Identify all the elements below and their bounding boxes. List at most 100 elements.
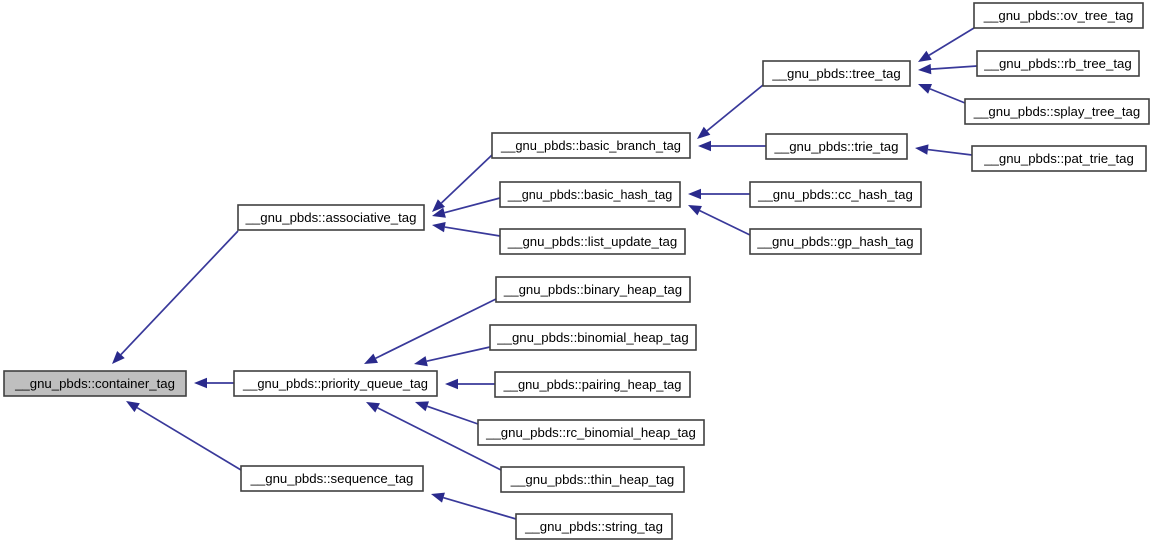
edge-basic_hash_tag-to-associative_tag xyxy=(432,197,501,218)
arrowhead-icon xyxy=(415,401,429,412)
node-label: __gnu_pbds::container_tag xyxy=(14,376,175,391)
edge-line xyxy=(444,197,501,214)
nodes-layer: __gnu_pbds::container_tag __gnu_pbds::ass… xyxy=(3,2,1150,540)
arrowhead-icon xyxy=(414,356,428,367)
node-binary_heap_tag[interactable]: __gnu_pbds::binary_heap_tag xyxy=(495,276,691,303)
node-tree_tag[interactable]: __gnu_pbds::tree_tag xyxy=(762,60,911,87)
node-string_tag[interactable]: __gnu_pbds::string_tag xyxy=(515,513,673,540)
node-box[interactable] xyxy=(749,181,922,208)
node-box[interactable] xyxy=(762,60,911,87)
edge-splay_tree_tag-to-tree_tag xyxy=(918,84,966,104)
node-rc_binomial_heap_tag[interactable]: __gnu_pbds::rc_binomial_heap_tag xyxy=(477,419,705,446)
edge-line xyxy=(706,84,764,132)
node-container_tag[interactable]: __gnu_pbds::container_tag xyxy=(3,370,187,397)
node-box[interactable] xyxy=(765,133,908,160)
node-box[interactable] xyxy=(499,228,686,255)
edge-tree_tag-to-basic_branch_tag xyxy=(697,84,764,139)
node-label: __gnu_pbds::gp_hash_tag xyxy=(756,234,913,249)
arrowhead-icon xyxy=(126,401,140,413)
node-box[interactable] xyxy=(495,276,691,303)
node-priority_queue_tag[interactable]: __gnu_pbds::priority_queue_tag xyxy=(233,370,438,397)
node-box[interactable] xyxy=(499,181,681,208)
edge-rb_tree_tag-to-tree_tag xyxy=(918,63,978,75)
node-box[interactable] xyxy=(233,370,438,397)
edge-line xyxy=(928,27,975,56)
arrowhead-icon xyxy=(918,50,932,62)
node-thin_heap_tag[interactable]: __gnu_pbds::thin_heap_tag xyxy=(500,466,685,493)
arrowhead-icon xyxy=(366,402,380,413)
node-label: __gnu_pbds::basic_branch_tag xyxy=(500,138,681,153)
arrowhead-icon xyxy=(918,63,932,75)
arrowhead-icon xyxy=(445,378,458,390)
edge-line xyxy=(375,298,497,360)
node-pat_trie_tag[interactable]: __gnu_pbds::pat_trie_tag xyxy=(971,145,1147,172)
node-list_update_tag[interactable]: __gnu_pbds::list_update_tag xyxy=(499,228,686,255)
edge-ov_tree_tag-to-tree_tag xyxy=(918,27,975,62)
arrowhead-icon xyxy=(698,140,711,152)
arrowhead-icon xyxy=(432,199,446,212)
node-pairing_heap_tag[interactable]: __gnu_pbds::pairing_heap_tag xyxy=(494,371,691,398)
node-label: __gnu_pbds::cc_hash_tag xyxy=(757,187,913,202)
node-box[interactable] xyxy=(494,371,691,398)
node-box[interactable] xyxy=(973,2,1144,29)
node-label: __gnu_pbds::ov_tree_tag xyxy=(983,8,1134,23)
edge-pairing_heap_tag-to-priority_queue_tag xyxy=(445,378,495,390)
arrowhead-icon xyxy=(432,207,446,218)
node-box[interactable] xyxy=(515,513,673,540)
edge-line xyxy=(443,496,517,520)
node-rb_tree_tag[interactable]: __gnu_pbds::rb_tree_tag xyxy=(976,50,1140,77)
node-box[interactable] xyxy=(964,98,1150,125)
node-label: __gnu_pbds::thin_heap_tag xyxy=(510,472,675,487)
edge-line xyxy=(930,65,978,70)
node-box[interactable] xyxy=(491,132,691,159)
node-label: __gnu_pbds::list_update_tag xyxy=(507,234,677,249)
node-trie_tag[interactable]: __gnu_pbds::trie_tag xyxy=(765,133,908,160)
edge-priority_queue_tag-to-container_tag xyxy=(194,377,234,389)
edge-line xyxy=(136,406,242,471)
edge-pat_trie_tag-to-trie_tag xyxy=(915,144,973,156)
node-label: __gnu_pbds::pairing_heap_tag xyxy=(503,377,682,392)
edge-sequence_tag-to-container_tag xyxy=(126,401,242,471)
arrowhead-icon xyxy=(697,126,711,139)
node-box[interactable] xyxy=(240,465,424,492)
node-box[interactable] xyxy=(489,324,697,351)
arrowhead-icon xyxy=(915,144,929,155)
edge-binomial_heap_tag-to-priority_queue_tag xyxy=(414,346,491,367)
edge-thin_heap_tag-to-priority_queue_tag xyxy=(366,402,502,471)
node-basic_branch_tag[interactable]: __gnu_pbds::basic_branch_tag xyxy=(491,132,691,159)
edge-rc_binomial_heap_tag-to-priority_queue_tag xyxy=(415,401,479,425)
edge-gp_hash_tag-to-basic_hash_tag xyxy=(688,205,751,236)
arrowhead-icon xyxy=(918,84,933,94)
node-ov_tree_tag[interactable]: __gnu_pbds::ov_tree_tag xyxy=(973,2,1144,29)
node-box[interactable] xyxy=(749,228,922,255)
edge-associative_tag-to-container_tag xyxy=(112,230,239,364)
node-binomial_heap_tag[interactable]: __gnu_pbds::binomial_heap_tag xyxy=(489,324,697,351)
node-splay_tree_tag[interactable]: __gnu_pbds::splay_tree_tag xyxy=(964,98,1150,125)
arrowhead-icon xyxy=(194,377,207,389)
node-associative_tag[interactable]: __gnu_pbds::associative_tag xyxy=(237,204,425,231)
node-box[interactable] xyxy=(3,370,187,397)
node-box[interactable] xyxy=(237,204,425,231)
node-label: __gnu_pbds::priority_queue_tag xyxy=(242,376,428,391)
node-box[interactable] xyxy=(971,145,1147,172)
edge-basic_branch_tag-to-associative_tag xyxy=(432,154,493,212)
edge-line xyxy=(377,407,502,471)
node-sequence_tag[interactable]: __gnu_pbds::sequence_tag xyxy=(240,465,424,492)
node-cc_hash_tag[interactable]: __gnu_pbds::cc_hash_tag xyxy=(749,181,922,208)
node-label: __gnu_pbds::string_tag xyxy=(524,519,663,534)
node-label: __gnu_pbds::rb_tree_tag xyxy=(983,56,1131,71)
arrowhead-icon xyxy=(688,188,701,200)
node-basic_hash_tag[interactable]: __gnu_pbds::basic_hash_tag xyxy=(499,181,681,208)
node-label: __gnu_pbds::tree_tag xyxy=(771,66,900,81)
node-gp_hash_tag[interactable]: __gnu_pbds::gp_hash_tag xyxy=(749,228,922,255)
node-label: __gnu_pbds::associative_tag xyxy=(245,210,417,225)
node-box[interactable] xyxy=(500,466,685,493)
node-label: __gnu_pbds::trie_tag xyxy=(774,139,899,154)
node-label: __gnu_pbds::binary_heap_tag xyxy=(503,282,682,297)
arrowhead-icon xyxy=(364,353,378,364)
node-box[interactable] xyxy=(477,419,705,446)
node-box[interactable] xyxy=(976,50,1140,77)
edge-line xyxy=(426,346,491,362)
